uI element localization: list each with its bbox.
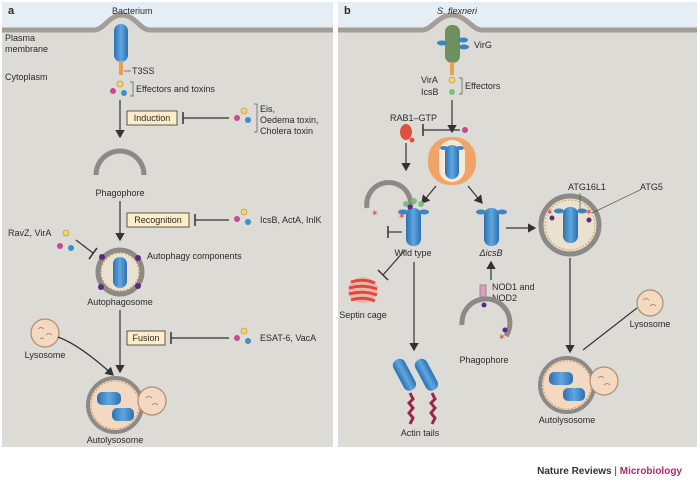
wild-type-label: Wild type	[394, 248, 431, 258]
lysosome-label-b: Lysosome	[630, 319, 671, 329]
panel-a: a Plasma membrane Cytoplasm Bacterium T3…	[2, 2, 333, 447]
induction-inhibitor-2: Oedema toxin,	[260, 115, 319, 125]
degraded-bacterium	[112, 408, 134, 421]
recognition-inhibitors: IcsB, ActA, InlK	[260, 215, 322, 225]
autophagosome-label: Autophagosome	[87, 297, 153, 307]
shigella-bacterium	[445, 25, 460, 63]
rab1-label: RAB1–GTP	[390, 113, 437, 123]
t3ss-label: T3SS	[132, 66, 155, 76]
actin-tails	[392, 358, 439, 425]
lysosome-label-a: Lysosome	[25, 350, 66, 360]
phagophore-b	[459, 296, 513, 338]
phagophore-label-b: Phagophore	[459, 355, 508, 365]
plasma-membrane-a	[2, 12, 333, 33]
autophagy-component	[99, 254, 105, 260]
star-marker: ✶	[398, 211, 406, 221]
virg-label: VirG	[474, 40, 492, 50]
autophagy-component	[135, 283, 141, 289]
wild-type-bacterium	[398, 198, 429, 246]
actin-tails-label: Actin tails	[401, 428, 440, 438]
journal-name: Microbiology	[619, 466, 682, 477]
star-marker: ✶	[498, 332, 506, 342]
extracellular-space-a	[2, 2, 333, 30]
credit-separator: |	[611, 466, 620, 477]
autolysosome-label-a: Autolysosome	[87, 435, 144, 445]
recognition-box	[126, 212, 190, 228]
recognition-label: Recognition	[134, 215, 182, 225]
lysosome-a	[30, 318, 60, 348]
induction-label: Induction	[134, 113, 171, 123]
rab1-gtp	[400, 124, 412, 140]
star-marker: ✶	[546, 207, 554, 217]
vira-dot	[448, 76, 456, 84]
delta-icsb-bacterium	[476, 208, 507, 246]
effector-dot	[110, 88, 116, 94]
effector-dot	[121, 90, 127, 96]
atg5-label: ATG5	[640, 182, 663, 192]
extracellular-space-b	[338, 2, 697, 30]
degraded-bacterium	[97, 392, 121, 405]
plasma-membrane-label-2: membrane	[5, 44, 48, 54]
septin-cage	[348, 277, 378, 303]
ravz-label: RavZ, VirA	[8, 228, 51, 238]
nod-label-1: NOD1 and	[492, 282, 535, 292]
atg16l1-label: ATG16L1	[568, 182, 606, 192]
effectors-label-a: Effectors and toxins	[136, 84, 215, 94]
autophagy-component	[98, 284, 104, 290]
induction-inhibitor-1: Eis,	[260, 104, 275, 114]
autophagy-components-label: Autophagy components	[147, 251, 242, 261]
delta-icsb-label: ΔicsB	[478, 248, 502, 258]
icsb-label: IcsB	[421, 87, 439, 97]
autophagy-component	[135, 255, 141, 261]
plasma-membrane-b	[338, 12, 697, 33]
vira-label: VirA	[421, 75, 438, 85]
cytoplasm-label: Cytoplasm	[5, 72, 48, 82]
panel-b: b S. flexneri VirG VirA IcsB Effectors R…	[338, 2, 697, 447]
bacterium-label: Bacterium	[112, 6, 153, 16]
panel-b-background	[338, 2, 697, 447]
effectors-label-b: Effectors	[465, 81, 501, 91]
phagophore-a	[93, 148, 147, 176]
publisher-name: Nature Reviews	[537, 466, 612, 477]
icsb-dot	[449, 89, 455, 95]
fusion-label: Fusion	[132, 333, 159, 343]
phagophore-label-a: Phagophore	[95, 188, 144, 198]
star-marker: ✶	[371, 208, 379, 218]
induction-box	[126, 110, 178, 126]
credit-line: Nature Reviews | Microbiology	[537, 466, 682, 477]
effector-dot	[116, 80, 124, 88]
panel-a-letter: a	[8, 5, 15, 17]
fusion-inhibitors: ESAT-6, VacA	[260, 333, 316, 343]
sflexneri-label: S. flexneri	[437, 6, 478, 16]
autolysosome-label-b: Autolysosome	[539, 415, 596, 425]
t3ss-needle	[119, 61, 123, 75]
septin-cage-label: Septin cage	[339, 310, 387, 320]
bacterium-a	[114, 24, 128, 62]
induction-inhibitor-3: Cholera toxin	[260, 126, 313, 136]
plasma-membrane-label-1: Plasma	[5, 33, 35, 43]
nod-label-2: NOD2	[492, 293, 517, 303]
phagophore-b-left	[364, 179, 414, 214]
fusion-box	[126, 330, 166, 346]
panel-b-letter: b	[344, 5, 351, 17]
lysosome-b	[636, 289, 664, 317]
star-marker: ✶	[585, 207, 593, 217]
